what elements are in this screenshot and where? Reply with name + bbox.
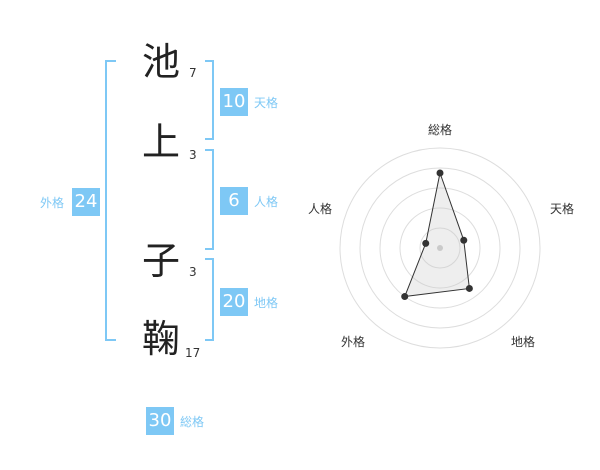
soukaku-label: 総格	[180, 415, 205, 429]
radar-grid-ring-1	[399, 207, 481, 289]
radar-point-3	[401, 293, 409, 301]
radar-axis-label-3: 外格	[341, 335, 366, 349]
gaikaku-label: 外格	[40, 196, 65, 210]
name-char-3: 子	[142, 239, 181, 283]
radar-grid-ring-4	[339, 147, 541, 349]
name-char-2-strokes: 3	[189, 148, 197, 162]
radar-series-polygon	[403, 171, 470, 298]
radar-grid-ring-0	[419, 227, 461, 269]
jinkaku-label: 人格	[254, 195, 279, 209]
tenkaku-bracket	[205, 60, 214, 140]
gaikaku-bracket	[105, 60, 116, 341]
radar-center-dot	[437, 245, 443, 251]
chikaku-bracket	[205, 258, 214, 341]
radar-point-4	[422, 239, 430, 247]
chikaku-value: 20	[220, 288, 248, 316]
radar-axis-label-1: 天格	[550, 202, 575, 216]
name-char-2: 上	[142, 120, 181, 164]
name-char-3-strokes: 3	[189, 265, 197, 279]
name-char-1-strokes: 7	[189, 66, 197, 80]
jinkaku-bracket	[205, 149, 214, 250]
tenkaku-label: 天格	[254, 96, 279, 110]
radar-axis-label-4: 人格	[308, 202, 333, 216]
jinkaku-value: 6	[220, 187, 248, 215]
radar-grid-ring-2	[379, 187, 501, 309]
name-char-1: 池	[142, 40, 181, 84]
radar-point-1	[460, 236, 468, 244]
soukaku-value: 30	[146, 407, 174, 435]
tenkaku-value: 10	[220, 88, 248, 116]
radar-axis-label-0: 総格	[428, 123, 453, 137]
name-char-4: 鞠	[142, 317, 181, 361]
radar-axis-label-2: 地格	[511, 335, 536, 349]
radar-grid-ring-3	[359, 167, 521, 329]
radar-point-0	[436, 169, 444, 177]
name-char-4-strokes: 17	[185, 346, 201, 360]
gaikaku-value: 24	[72, 188, 100, 216]
chikaku-label: 地格	[254, 296, 279, 310]
radar-point-2	[465, 284, 473, 292]
